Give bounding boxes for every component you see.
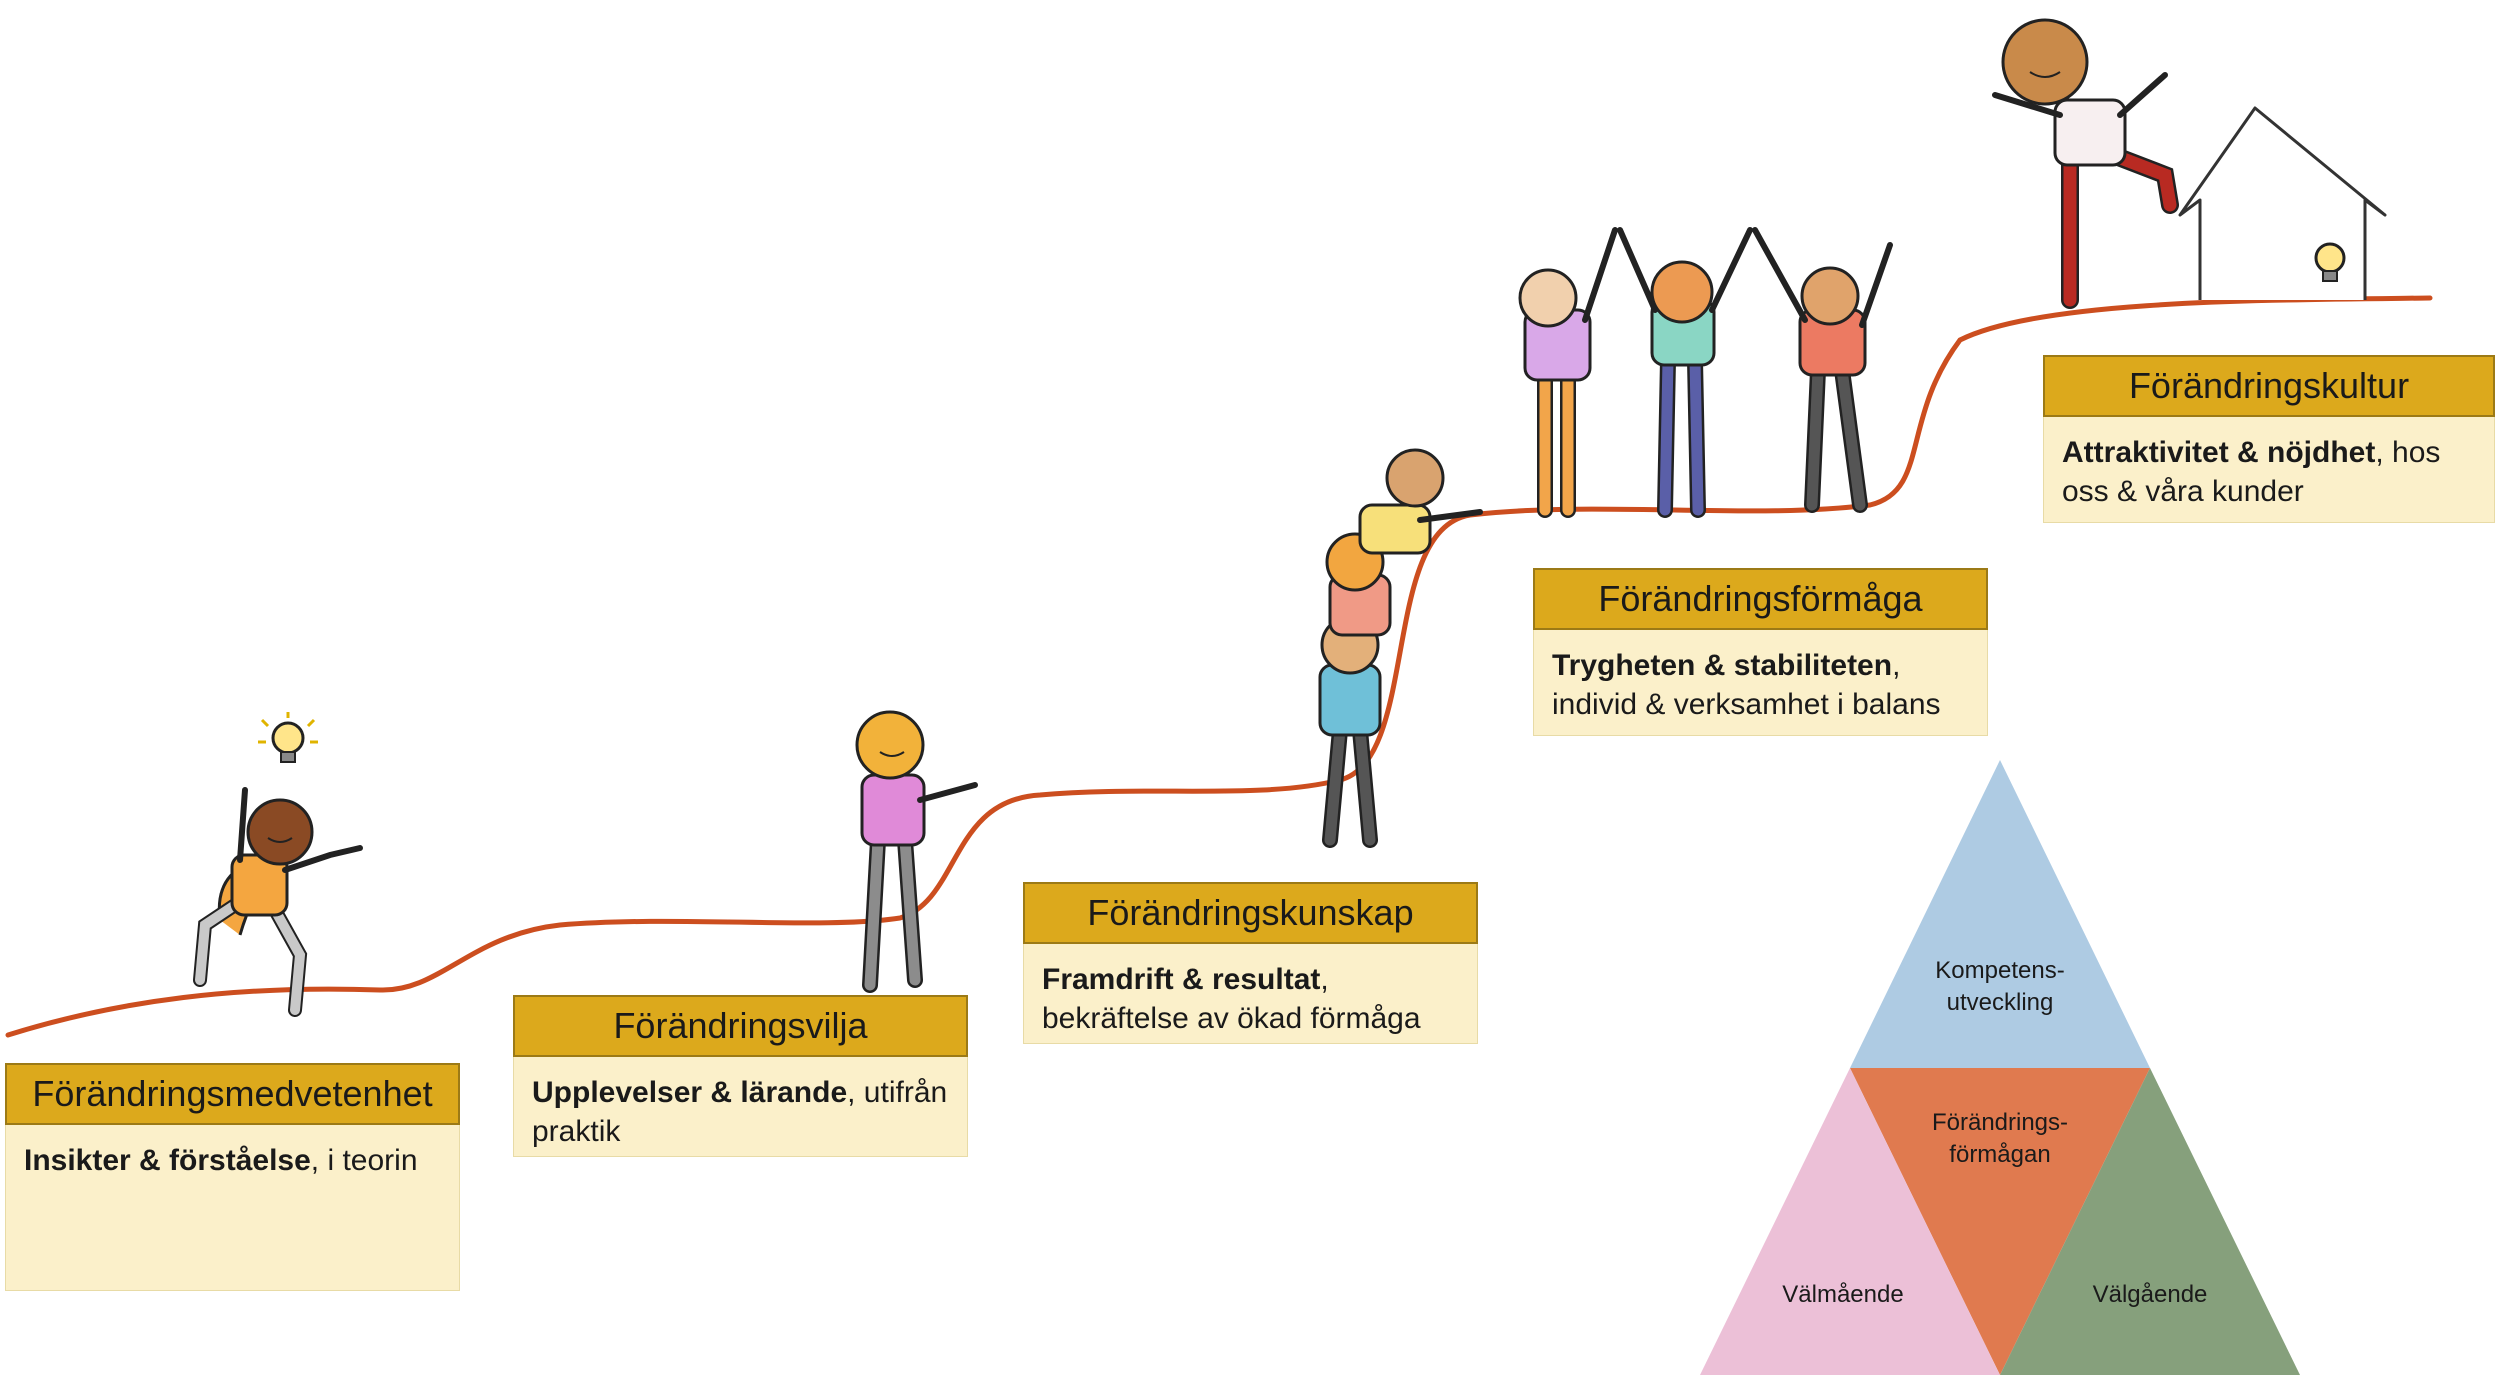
house-icon <box>2180 108 2385 300</box>
stage-2-bold: Upplevelser & lärande <box>532 1076 847 1109</box>
triangle-top-label-1: Kompetens- <box>1935 957 2064 984</box>
stage-5: Förändringskultur Attraktivitet & nöjdhe… <box>2043 355 2495 523</box>
triangle-top-label-2: utveckling <box>1947 989 2054 1016</box>
triangle-left-label: Välmående <box>1782 1281 1903 1308</box>
stage-2: Förändringsvilja Upplevelser & lärande, … <box>513 995 968 1157</box>
triangle-model: Kompetens- utveckling Förändrings- förmå… <box>1700 760 2300 1375</box>
stage-4: Förändringsförmåga Trygheten & stabilite… <box>1533 568 1988 736</box>
stage-1-title: Förändringsmedvetenhet <box>5 1063 460 1125</box>
stage-5-text: Attraktivitet & nöjdhet, hos oss & våra … <box>2043 417 2495 523</box>
figure-group <box>1520 230 1890 510</box>
triangle-top <box>1850 760 2150 1068</box>
stage-3-bold: Framdrift & resultat <box>1042 963 1320 996</box>
figure-dancer <box>200 790 360 1010</box>
stage-1-text: Insikter & förståelse, i teorin <box>5 1125 460 1291</box>
stage-4-title: Förändringsförmåga <box>1533 568 1988 630</box>
stage-4-bold: Trygheten & stabiliteten <box>1552 649 1892 682</box>
triangle-right-label: Välgående <box>2093 1281 2208 1308</box>
figure-champion <box>1995 20 2170 300</box>
stage-4-text: Trygheten & stabiliteten, individ & verk… <box>1533 630 1988 736</box>
figure-reaching <box>857 712 975 985</box>
stage-1: Förändringsmedvetenhet Insikter & förstå… <box>5 1063 460 1291</box>
stage-3: Förändringskunskap Framdrift & resultat,… <box>1023 882 1478 1044</box>
stage-3-text: Framdrift & resultat, bekräftelse av öka… <box>1023 944 1478 1044</box>
triangle-center-label-2: förmågan <box>1949 1141 2050 1168</box>
stage-5-bold: Attraktivitet & nöjdhet <box>2062 436 2375 469</box>
stage-5-title: Förändringskultur <box>2043 355 2495 417</box>
stage-1-rest: , i teorin <box>311 1144 418 1177</box>
stage-2-title: Förändringsvilja <box>513 995 968 1057</box>
stage-3-title: Förändringskunskap <box>1023 882 1478 944</box>
triangle-center-label-1: Förändrings- <box>1932 1109 2068 1136</box>
stage-2-text: Upplevelser & lärande, utifrån praktik <box>513 1057 968 1157</box>
stage-1-bold: Insikter & förståelse <box>24 1144 311 1177</box>
lightbulb-icon <box>258 712 318 762</box>
